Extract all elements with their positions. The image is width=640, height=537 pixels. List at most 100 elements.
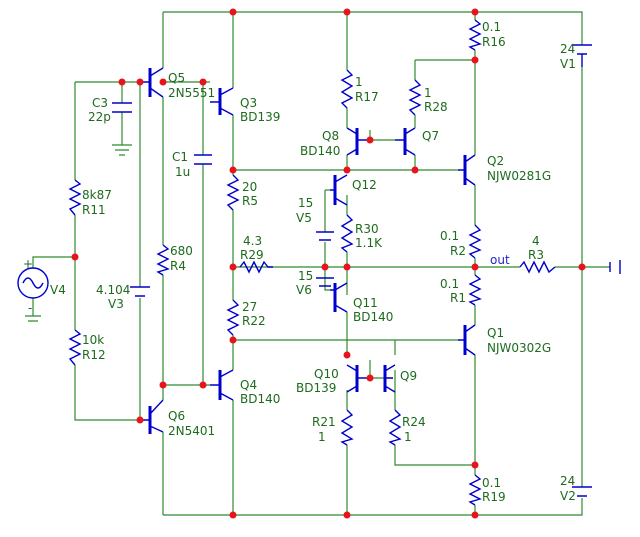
q12-ref: Q12 bbox=[352, 178, 377, 192]
r2-value: 0.1 bbox=[440, 229, 459, 243]
r30-ref: R30 bbox=[355, 222, 379, 236]
resistors bbox=[68, 19, 556, 506]
r16-value: 0.1 bbox=[482, 20, 501, 34]
q1-part: NJW0302G bbox=[487, 341, 551, 355]
q9-ref: Q9 bbox=[400, 369, 417, 383]
r21-value: 1 bbox=[318, 430, 326, 444]
c3-ref: C3 bbox=[92, 96, 108, 110]
transistor-q3 bbox=[210, 87, 234, 116]
r29-ref: R29 bbox=[240, 248, 264, 262]
resistor-r19 bbox=[468, 474, 482, 506]
r2-ref: R2 bbox=[450, 244, 466, 258]
resistor-r2 bbox=[468, 224, 482, 259]
v2-ref: V2 bbox=[560, 489, 576, 503]
battery-v3 bbox=[130, 286, 150, 297]
r28-ref: R28 bbox=[424, 100, 448, 114]
r5-ref: R5 bbox=[242, 194, 258, 208]
q7-ref: Q7 bbox=[422, 129, 439, 143]
v1-ref: V1 bbox=[560, 57, 576, 71]
resistor-r29 bbox=[239, 260, 273, 274]
transistor-q4 bbox=[210, 369, 234, 401]
v4-minus: - bbox=[28, 301, 32, 315]
r12-value: 10k bbox=[82, 333, 104, 347]
wires bbox=[32, 11, 610, 516]
r28-value: 1 bbox=[424, 86, 432, 100]
r3-value: 4 bbox=[532, 234, 540, 248]
battery-v2 bbox=[572, 486, 592, 497]
q4-part: BD140 bbox=[240, 392, 280, 406]
transistor-q6 bbox=[140, 399, 164, 434]
c3-value: 22p bbox=[88, 110, 111, 124]
q2-part: NJW0281G bbox=[487, 169, 551, 183]
q10-ref: Q10 bbox=[314, 367, 339, 381]
v3-value: 4.104 bbox=[96, 283, 130, 297]
capacitors bbox=[112, 102, 212, 165]
resistor-r12 bbox=[68, 329, 82, 366]
r4-value: 680 bbox=[170, 244, 193, 258]
v1-value: 24 bbox=[560, 42, 575, 56]
r24-value: 1 bbox=[404, 430, 412, 444]
resistor-r21 bbox=[340, 409, 354, 446]
ground-symbols bbox=[25, 144, 621, 322]
c1-value: 1u bbox=[175, 165, 190, 179]
junctions bbox=[71, 8, 586, 519]
r22-ref: R22 bbox=[242, 314, 266, 328]
resistor-r30 bbox=[340, 214, 354, 253]
sources bbox=[17, 44, 592, 497]
r21-ref: R21 bbox=[312, 415, 336, 429]
transistor-q11 bbox=[330, 282, 348, 313]
r1-ref: R1 bbox=[450, 291, 466, 305]
resistor-r5 bbox=[226, 174, 240, 211]
resistor-r28 bbox=[408, 79, 422, 116]
resistor-r22 bbox=[226, 299, 240, 336]
v5-value: 15 bbox=[298, 196, 313, 210]
q4-ref: Q4 bbox=[240, 378, 257, 392]
q3-ref: Q3 bbox=[240, 96, 257, 110]
transistor-q1 bbox=[458, 324, 476, 356]
resistor-r4 bbox=[156, 244, 170, 276]
v5-ref: V5 bbox=[296, 211, 312, 225]
c1-ref: C1 bbox=[172, 150, 188, 164]
sine-wave-icon bbox=[22, 277, 44, 289]
r29-value: 4.3 bbox=[243, 234, 262, 248]
transistor-q2 bbox=[458, 154, 476, 186]
r16-ref: R16 bbox=[482, 35, 506, 49]
capacitor-c1 bbox=[194, 154, 212, 165]
r30-value: 1.1K bbox=[355, 236, 383, 250]
q6-ref: Q6 bbox=[168, 409, 185, 423]
r1-value: 0.1 bbox=[440, 277, 459, 291]
battery-v1 bbox=[572, 44, 592, 67]
resistor-r24 bbox=[388, 409, 402, 446]
resistor-r11 bbox=[68, 179, 82, 216]
v6-value: 15 bbox=[298, 269, 313, 283]
v3-ref: V3 bbox=[108, 297, 124, 311]
transistor-q8 bbox=[346, 127, 370, 156]
r17-value: 1 bbox=[355, 75, 363, 89]
q5-part: 2N5551 bbox=[168, 86, 215, 100]
q6-part: 2N5401 bbox=[168, 424, 215, 438]
q1-ref: Q1 bbox=[487, 326, 504, 340]
v4-ref: V4 bbox=[50, 283, 66, 297]
q8-part: BD140 bbox=[300, 144, 340, 158]
r4-ref: R4 bbox=[170, 259, 186, 273]
transistor-q9 bbox=[383, 364, 396, 393]
signal-source-v4 bbox=[17, 267, 49, 299]
q8-ref: Q8 bbox=[322, 129, 339, 143]
q11-part: BD140 bbox=[353, 310, 393, 324]
v6-ref: V6 bbox=[296, 283, 312, 297]
r24-ref: R24 bbox=[402, 415, 426, 429]
resistor-r17 bbox=[340, 69, 354, 109]
q11-ref: Q11 bbox=[353, 296, 378, 310]
capacitor-c3 bbox=[112, 102, 132, 113]
labels: Q5 2N5551 C3 22p Q3 BD139 C1 1u 8k87 R11… bbox=[23, 20, 576, 504]
r19-ref: R19 bbox=[482, 490, 506, 504]
r12-ref: R12 bbox=[82, 348, 106, 362]
r19-value: 0.1 bbox=[482, 476, 501, 490]
r11-ref: R11 bbox=[82, 203, 106, 217]
resistor-r3 bbox=[519, 260, 556, 274]
q2-ref: Q2 bbox=[487, 154, 504, 168]
v2-value: 24 bbox=[560, 474, 575, 488]
net-label-out: out bbox=[490, 253, 510, 267]
transistors bbox=[140, 67, 476, 434]
r11-value: 8k87 bbox=[82, 188, 112, 202]
